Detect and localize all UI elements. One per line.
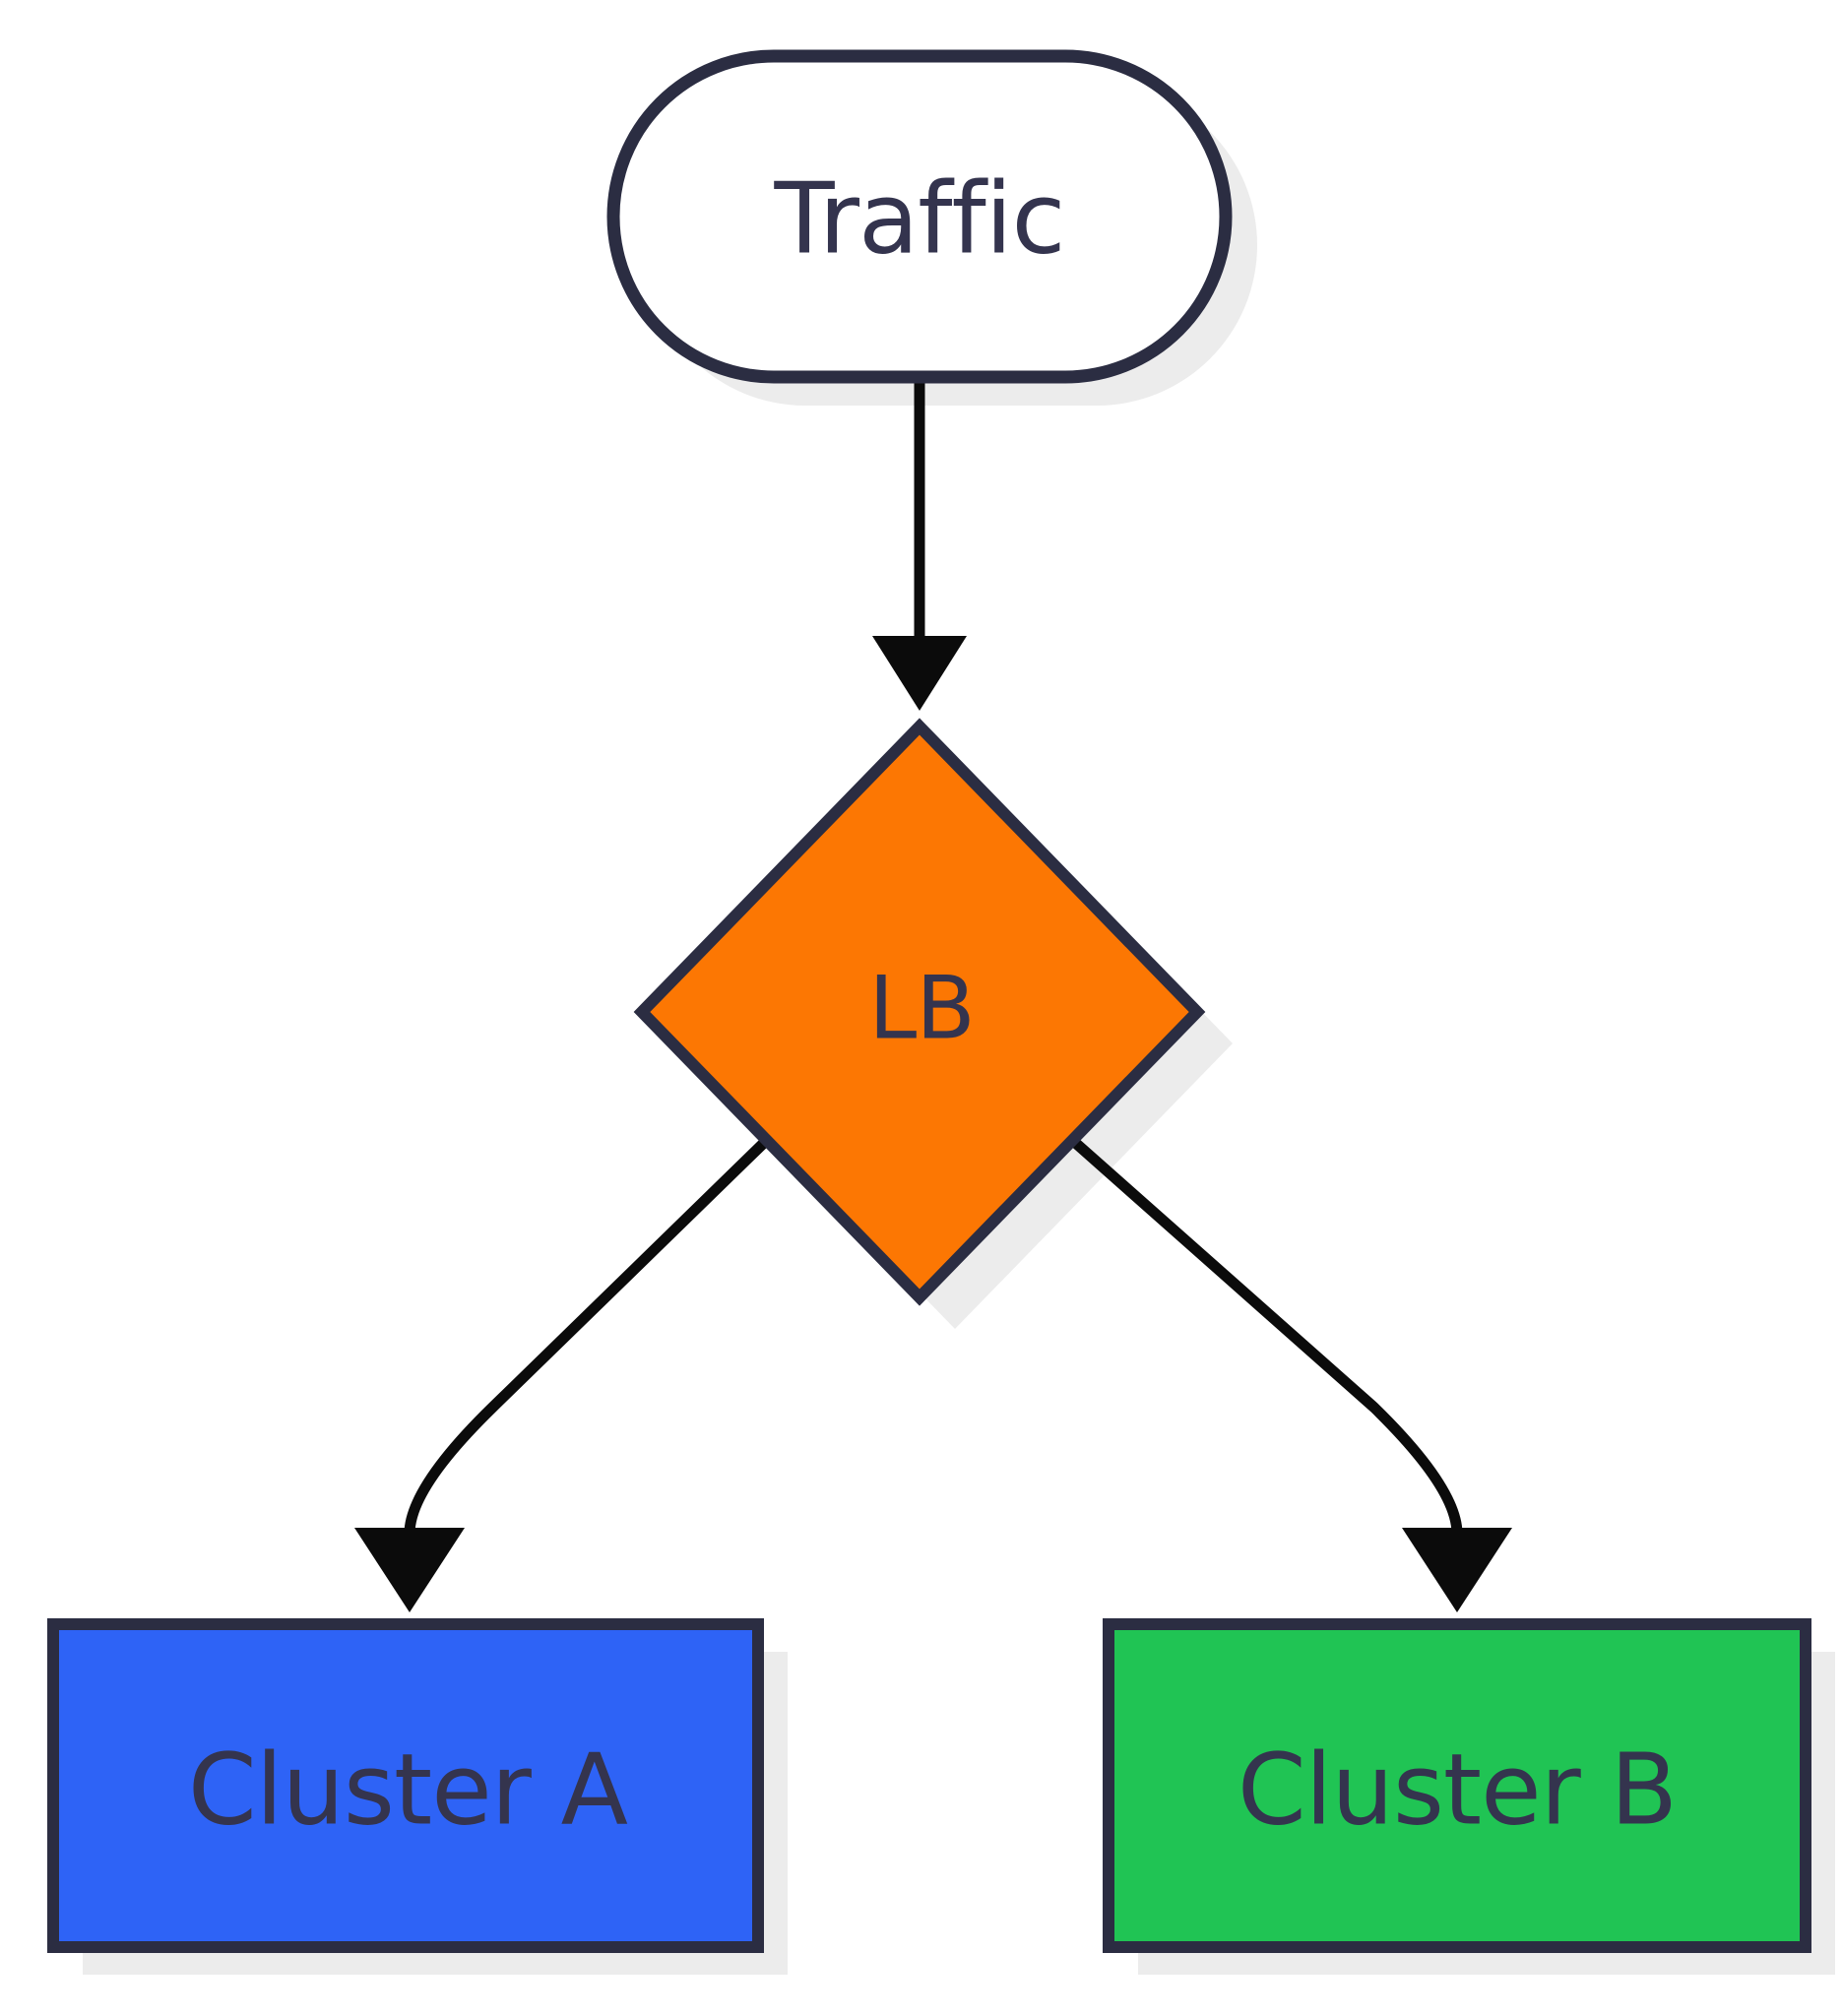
node-layer	[47, 49, 1811, 1953]
traffic-node-label: Traffic	[774, 161, 1065, 277]
lb-node-label: LB	[868, 958, 974, 1059]
label-layer: Traffic LB Cluster A Cluster B	[188, 161, 1678, 1848]
traffic-node	[606, 49, 1233, 384]
edge-lb-to-cluster-b	[1068, 1135, 1463, 1535]
lb-node	[633, 718, 1206, 1306]
edge-lb-to-cluster-b-arrowhead-icon	[1402, 1528, 1512, 1612]
edge-lb-to-cluster-a-arrowhead-icon	[354, 1528, 465, 1612]
edge-layer	[354, 379, 1512, 1612]
edge-traffic-to-lb-arrowhead-icon	[872, 636, 967, 711]
edge-lb-to-cluster-a	[404, 1136, 771, 1535]
cluster-a-node-label: Cluster A	[188, 1732, 628, 1848]
cluster-b-node	[1103, 1618, 1811, 1953]
cluster-a-node	[47, 1618, 764, 1953]
cluster-b-node-label: Cluster B	[1238, 1732, 1677, 1848]
